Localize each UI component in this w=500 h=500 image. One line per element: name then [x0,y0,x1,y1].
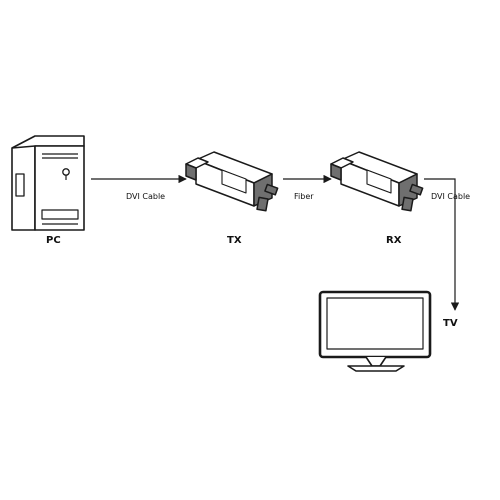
dvi-fiber-receiver-icon [330,151,424,212]
desktop-tower-icon [11,135,85,231]
link-rx-tv-label: DVI Cable [431,192,471,201]
monitor-icon [318,290,432,372]
tx-label: TX [227,235,242,246]
rx-label: RX [386,235,402,246]
link-rx-tv-line [424,178,460,311]
link-tx-rx-label: Fiber [294,192,314,201]
link-pc-tx-label: DVI Cable [126,192,166,201]
dvi-fiber-transmitter-icon [185,151,279,212]
pc-label: PC [46,235,61,246]
tv-label: TV [443,318,458,329]
